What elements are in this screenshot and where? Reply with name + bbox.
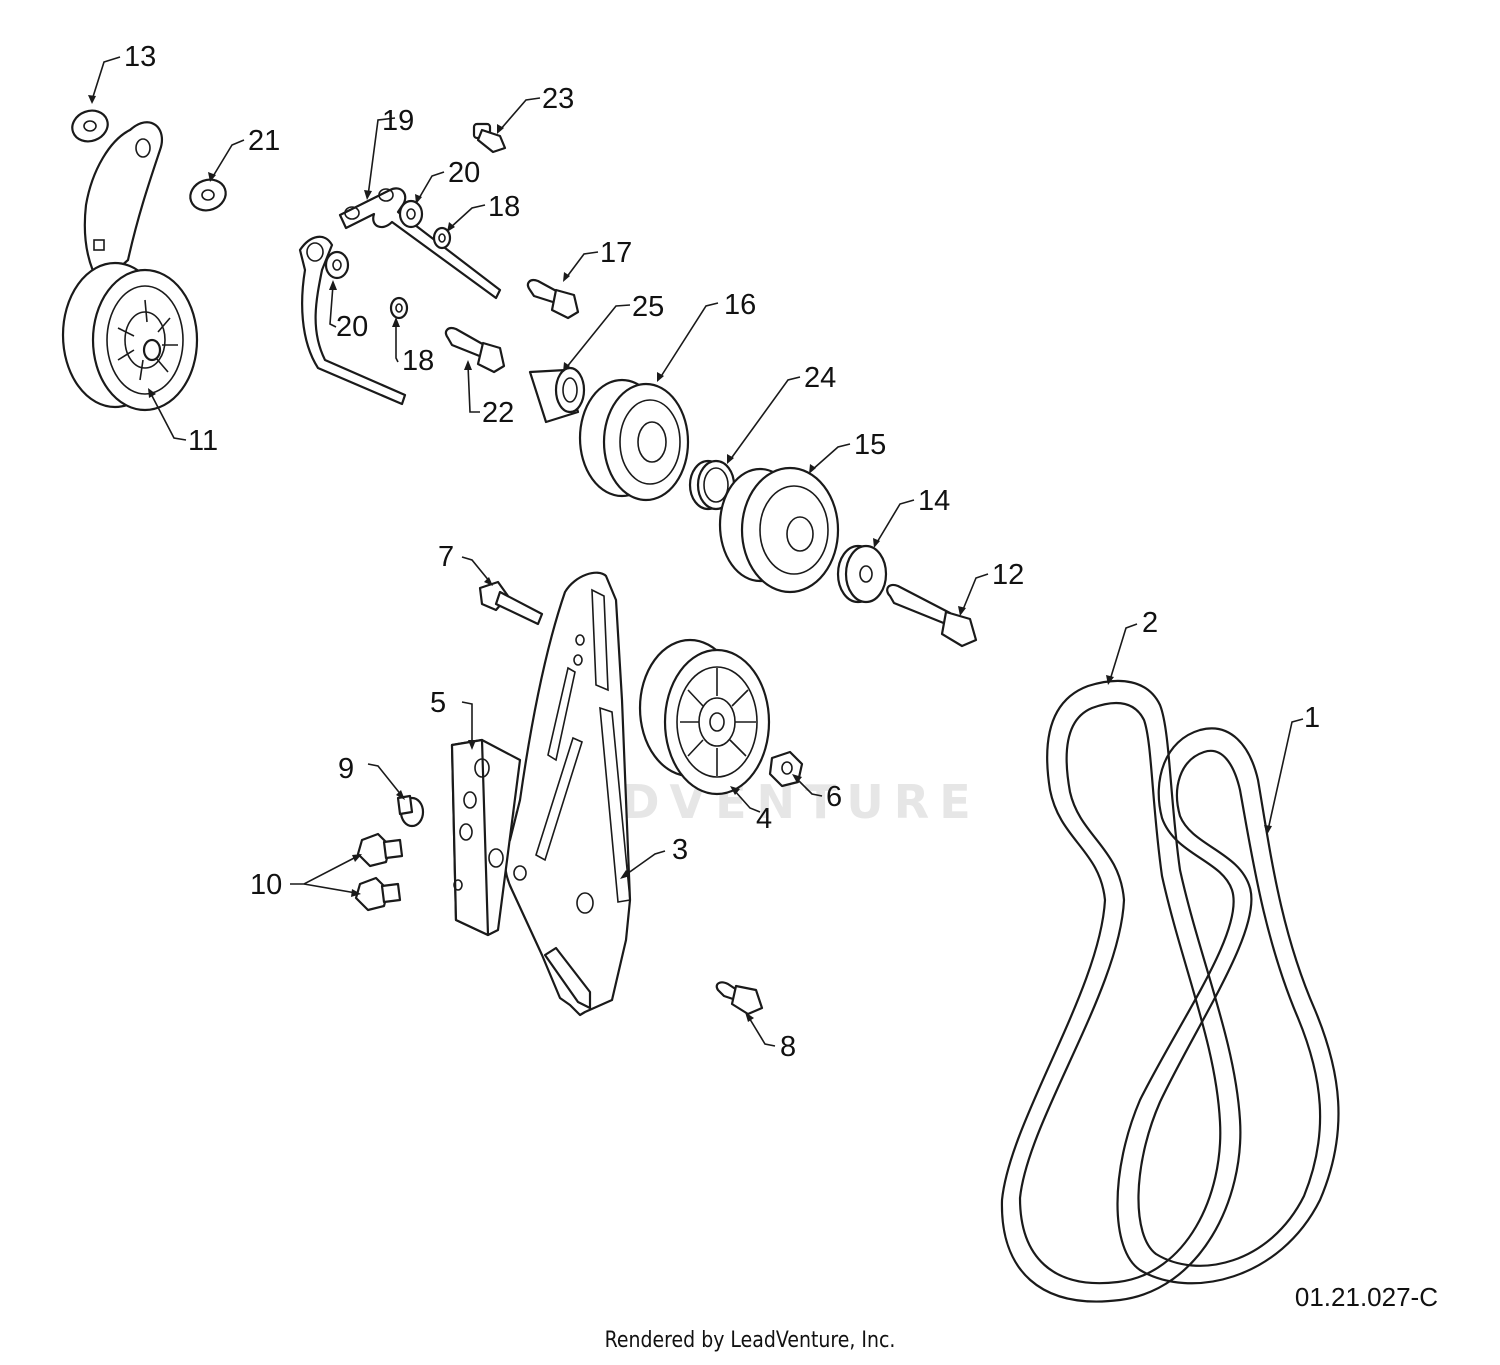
callout-23: 23 bbox=[542, 83, 574, 115]
callout-1: 1 bbox=[1304, 702, 1320, 734]
part-washer-20-lower[interactable] bbox=[324, 250, 350, 280]
part-clip-18-lower[interactable] bbox=[389, 296, 409, 320]
part-bolt-8[interactable] bbox=[715, 981, 764, 1016]
callout-9: 9 bbox=[338, 753, 354, 785]
callout-2: 2 bbox=[1142, 607, 1158, 639]
part-spacer-25[interactable] bbox=[528, 366, 586, 424]
part-bolt-9[interactable] bbox=[396, 794, 425, 828]
part-pulley-4[interactable] bbox=[638, 638, 771, 796]
part-pulley-15[interactable] bbox=[718, 466, 840, 594]
footer-credit: Rendered by LeadVenture, Inc. bbox=[604, 1328, 896, 1353]
callout-13: 13 bbox=[124, 41, 156, 73]
part-belt-1[interactable] bbox=[1116, 727, 1340, 1285]
part-bracket-3[interactable] bbox=[503, 571, 632, 1017]
part-bolt-12[interactable] bbox=[886, 583, 978, 648]
part-rod-assembly-19[interactable] bbox=[298, 187, 502, 406]
part-bolt-23[interactable] bbox=[472, 122, 507, 154]
callout-17: 17 bbox=[600, 237, 632, 269]
callout-22: 22 bbox=[482, 397, 514, 429]
callout-12: 12 bbox=[992, 559, 1024, 591]
callout-11: 11 bbox=[188, 425, 218, 457]
part-bolt-10-lower[interactable] bbox=[354, 876, 402, 912]
part-washer-20-upper[interactable] bbox=[398, 199, 424, 229]
part-belt-2[interactable] bbox=[1000, 679, 1242, 1303]
callout-7: 7 bbox=[438, 541, 454, 573]
callout-3: 3 bbox=[672, 834, 688, 866]
callout-20-upper: 20 bbox=[448, 157, 480, 189]
callout-8: 8 bbox=[780, 1031, 796, 1063]
callout-10: 10 bbox=[250, 869, 282, 901]
callout-18-upper: 18 bbox=[488, 191, 520, 223]
part-bolt-7[interactable] bbox=[478, 580, 544, 626]
part-pulley-16[interactable] bbox=[578, 378, 690, 502]
callout-6: 6 bbox=[826, 781, 842, 813]
callout-19: 19 bbox=[382, 105, 414, 137]
leader-lines bbox=[88, 56, 1304, 1047]
callout-4: 4 bbox=[756, 803, 772, 835]
part-bolt-17[interactable] bbox=[526, 279, 580, 320]
callout-24: 24 bbox=[804, 362, 836, 394]
part-washer-14[interactable] bbox=[836, 544, 888, 604]
callout-15: 15 bbox=[854, 429, 886, 461]
part-bolt-10-upper[interactable] bbox=[356, 832, 404, 868]
callout-5: 5 bbox=[430, 687, 446, 719]
callout-16: 16 bbox=[724, 289, 756, 321]
part-idler-arm-pulley[interactable] bbox=[61, 121, 199, 412]
callouts: 1 2 3 4 5 6 7 8 9 10 11 12 13 14 15 16 1… bbox=[124, 41, 1320, 1063]
callout-14: 14 bbox=[918, 485, 950, 517]
callout-25: 25 bbox=[632, 291, 664, 323]
part-clip-18-upper[interactable] bbox=[432, 226, 452, 250]
callout-21: 21 bbox=[248, 125, 280, 157]
callout-18-lower: 18 bbox=[402, 345, 434, 377]
drawing-number: 01.21.027-C bbox=[1294, 1282, 1438, 1312]
part-plate-5[interactable] bbox=[450, 738, 522, 937]
part-bolt-22[interactable] bbox=[444, 327, 506, 374]
part-washer-13[interactable] bbox=[68, 106, 112, 147]
part-washer-21[interactable] bbox=[186, 175, 230, 216]
callout-20-lower: 20 bbox=[336, 311, 368, 343]
